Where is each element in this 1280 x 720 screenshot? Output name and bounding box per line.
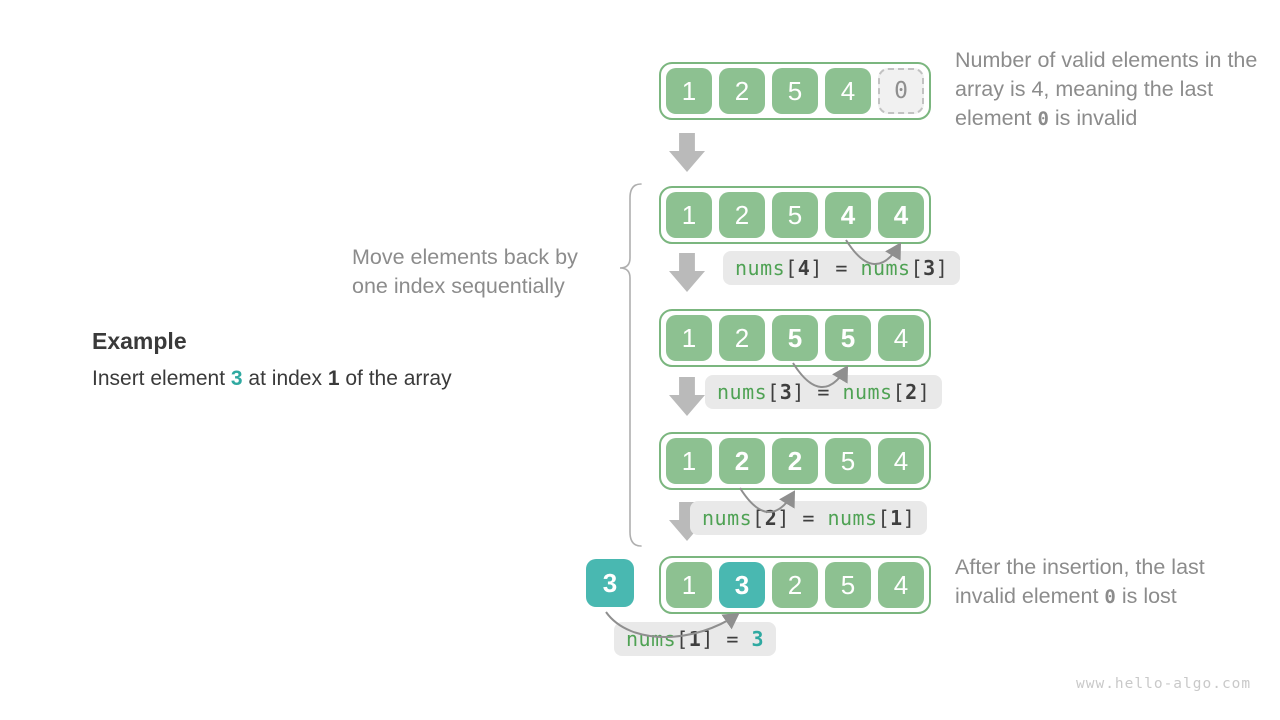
array-step-4: 1 3 2 5 4 [659, 556, 931, 614]
array-cell: 1 [666, 68, 712, 114]
curved-arrow-icon [845, 239, 902, 265]
array-cell: 5 [825, 562, 871, 608]
array-cell: 5 [772, 192, 818, 238]
array-cell-invalid: 0 [878, 68, 924, 114]
note-code-zero: 0 [1037, 108, 1049, 130]
curved-arrow-icon [792, 362, 849, 388]
note-text: is lost [1115, 584, 1177, 608]
array-step-2: 1 2 5 5 4 [659, 309, 931, 367]
array-cell-moved: 2 [772, 438, 818, 484]
array-cell: 2 [719, 192, 765, 238]
array-cell: 2 [772, 562, 818, 608]
note-after-insertion: After the insertion, the last invalid el… [955, 553, 1253, 612]
example-text: at index [242, 367, 328, 390]
array-step-3: 1 2 2 5 4 [659, 432, 931, 490]
note-code-zero: 0 [1104, 586, 1116, 608]
code-label-assignment: nums[4] = nums[3] [723, 251, 961, 285]
note-valid-elements: Number of valid elements in the array is… [955, 46, 1263, 134]
code-bracket: ] [777, 506, 790, 530]
code-equals: = [822, 256, 861, 280]
code-identifier: nums [842, 380, 893, 404]
insert-value-text: 3 [230, 367, 243, 390]
array-cell-inserted: 3 [719, 562, 765, 608]
code-bracket: ] [935, 256, 949, 280]
array-cell: 4 [878, 562, 924, 608]
inserted-element: 3 [586, 559, 634, 607]
array-cell: 5 [825, 438, 871, 484]
code-bracket: ] [902, 506, 916, 530]
example-text: Insert element [92, 367, 231, 390]
watermark: www.hello-algo.com [1076, 676, 1252, 692]
array-cell-moved: 2 [719, 438, 765, 484]
array-step-0: 1 2 5 4 0 [659, 62, 931, 120]
array-cell-moved: 4 [825, 192, 871, 238]
code-label-assignment: nums[3] = nums[2] [705, 375, 943, 409]
note-text: After the insertion, the last invalid el… [955, 555, 1205, 608]
code-identifier: nums [717, 380, 768, 404]
code-bracket: [ [785, 256, 798, 280]
code-bracket: [ [752, 506, 765, 530]
array-cell: 1 [666, 438, 712, 484]
array-cell: 5 [772, 68, 818, 114]
code-index: 3 [779, 380, 793, 404]
note-move-elements: Move elements back by one index sequenti… [352, 245, 578, 298]
code-bracket: ] [792, 380, 805, 404]
code-bracket: [ [892, 380, 906, 404]
note-text: is invalid [1048, 106, 1138, 130]
code-value: 3 [751, 627, 764, 651]
array-cell: 4 [878, 315, 924, 361]
code-bracket: [ [877, 506, 891, 530]
code-bracket: ] [701, 627, 714, 651]
array-cell: 2 [719, 315, 765, 361]
curved-arrow-icon [739, 487, 796, 513]
code-identifier: nums [827, 506, 878, 530]
array-cell: 1 [666, 562, 712, 608]
code-identifier: nums [702, 506, 753, 530]
down-arrow-icon [669, 133, 705, 172]
code-label-assignment: nums[1] = 3 [614, 622, 776, 656]
example-description: Insert element 3 at index 1 of the array [92, 367, 452, 391]
brace-icon [619, 183, 642, 547]
code-identifier: nums [735, 256, 786, 280]
down-arrow-icon [669, 253, 705, 292]
example-title: Example [92, 328, 187, 354]
code-bracket: [ [676, 627, 689, 651]
array-cell-moved: 4 [878, 192, 924, 238]
array-cell: 4 [825, 68, 871, 114]
down-arrow-icon [669, 377, 705, 416]
example-text: of the array [339, 367, 452, 390]
curved-arrow-icon [605, 611, 740, 638]
code-equals: = [789, 506, 828, 530]
array-cell: 1 [666, 315, 712, 361]
insert-index-text: 1 [327, 367, 340, 390]
code-index: 2 [905, 380, 918, 404]
code-bracket: [ [910, 256, 924, 280]
array-cell: 2 [719, 68, 765, 114]
note-text: Number of valid elements in the array is… [955, 48, 1258, 130]
code-identifier: nums [626, 627, 677, 651]
array-cell: 1 [666, 192, 712, 238]
code-equals: = [713, 627, 752, 651]
code-index: 1 [890, 506, 903, 530]
code-label-assignment: nums[2] = nums[1] [690, 501, 928, 535]
code-index: 3 [923, 256, 936, 280]
code-bracket: ] [917, 380, 931, 404]
array-cell-moved: 5 [772, 315, 818, 361]
array-cell: 4 [878, 438, 924, 484]
code-bracket: ] [810, 256, 823, 280]
array-cell-moved: 5 [825, 315, 871, 361]
array-step-1: 1 2 5 4 4 [659, 186, 931, 244]
code-index: 4 [797, 256, 811, 280]
code-bracket: [ [767, 380, 780, 404]
